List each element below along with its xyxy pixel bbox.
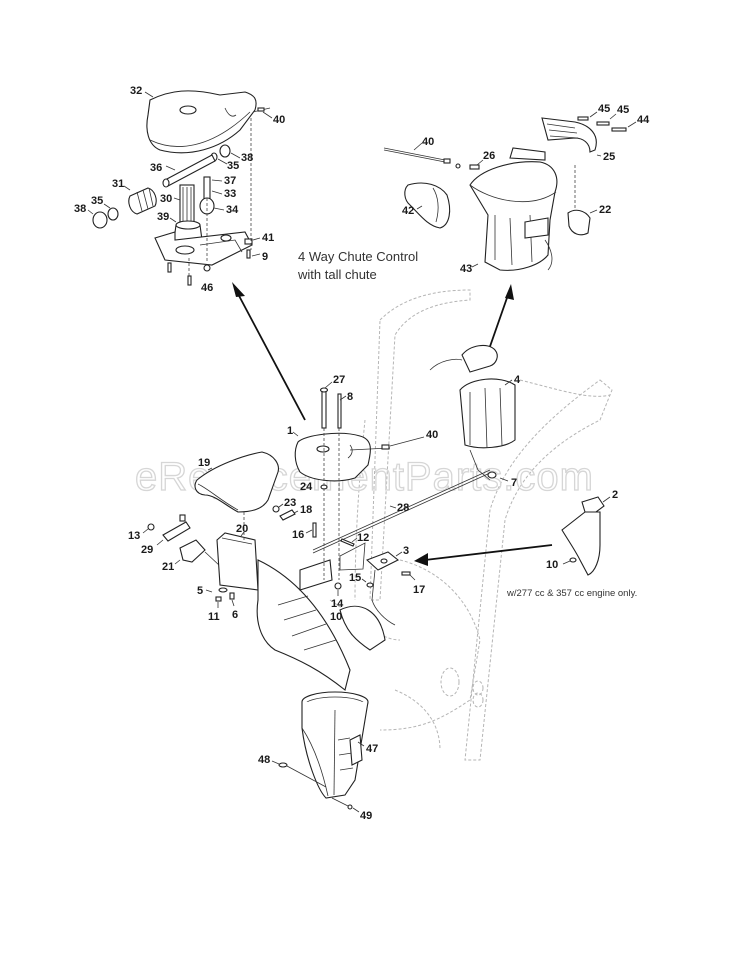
chute-control-assembly-detail: [383, 116, 627, 271]
callout-15: 15: [349, 572, 361, 584]
callout-22: 22: [599, 204, 611, 216]
arrow-head-left: [414, 553, 428, 566]
callout-45b: 45: [617, 104, 629, 116]
callout-16: 16: [292, 529, 304, 541]
arrow-head-up-left: [232, 282, 245, 297]
callout-43: 43: [460, 263, 472, 275]
callout-5: 5: [197, 585, 203, 597]
callout-38b: 38: [74, 203, 86, 215]
arrow-head-up-right: [505, 284, 514, 300]
callout-28: 28: [397, 502, 409, 514]
callout-35: 35: [227, 160, 239, 172]
callout-39: 39: [157, 211, 169, 223]
callout-11: 11: [208, 611, 220, 623]
callout-44: 44: [637, 114, 650, 126]
callout-46: 46: [201, 282, 213, 294]
callout-35b: 35: [91, 195, 103, 207]
callout-21: 21: [162, 561, 174, 573]
callout-18: 18: [300, 504, 312, 516]
callout-40c: 40: [426, 429, 438, 441]
chute-control-housing: [429, 344, 516, 481]
machine-frame-outline: [329, 289, 613, 761]
lower-chute-callouts: 47 48 49: [258, 741, 378, 822]
callout-47: 47: [366, 743, 378, 755]
callout-13: 13: [128, 530, 140, 542]
callout-2: 2: [612, 489, 618, 501]
lower-chute-assembly: [278, 691, 369, 810]
callout-12: 12: [357, 532, 369, 544]
callout-27: 27: [333, 374, 345, 386]
callout-48: 48: [258, 754, 270, 766]
callout-40b: 40: [422, 136, 434, 148]
callout-26: 26: [483, 150, 495, 162]
callout-8: 8: [347, 391, 353, 403]
main-chute-assembly: [147, 387, 491, 691]
caption-line-2: with tall chute: [297, 267, 377, 282]
callout-32: 32: [130, 85, 142, 97]
callout-14: 14: [331, 598, 344, 610]
chute-control-callouts: 40 26 45 45 44 25 42 22 43: [402, 103, 650, 275]
callout-38: 38: [241, 152, 253, 164]
engine-bracket: [561, 496, 605, 576]
callout-17: 17: [413, 584, 425, 596]
callout-30: 30: [160, 193, 172, 205]
callout-37: 37: [224, 175, 236, 187]
callout-19: 19: [198, 457, 210, 469]
callout-10-bracket: 10: [546, 559, 558, 571]
callout-3: 3: [403, 545, 409, 557]
callout-36: 36: [150, 162, 162, 174]
callout-34: 34: [226, 204, 239, 216]
engine-note: w/277 cc & 357 cc engine only.: [506, 588, 637, 599]
caption-line-1: 4 Way Chute Control: [298, 249, 418, 264]
callout-42: 42: [402, 205, 414, 217]
callout-20: 20: [236, 523, 248, 535]
gearbox-callouts: 32 40 38 35 36 37 33 31 35 38 30 34 39 4…: [74, 85, 285, 294]
callout-40: 40: [273, 114, 285, 126]
callout-29: 29: [141, 544, 153, 556]
main-chute-callouts: 27 8 1 40 4 7 19 24 23 18 28 16 13 29 20…: [128, 374, 618, 623]
callout-6: 6: [232, 609, 238, 621]
callout-45: 45: [598, 103, 610, 115]
callout-49: 49: [360, 810, 372, 822]
callout-31: 31: [112, 178, 124, 190]
callout-10-chute: 10: [330, 611, 342, 623]
callout-25: 25: [603, 151, 615, 163]
callout-4: 4: [514, 374, 521, 386]
callout-33: 33: [224, 188, 236, 200]
callout-41: 41: [262, 232, 274, 244]
reference-arrows: [232, 282, 553, 566]
callout-24: 24: [300, 481, 313, 493]
callout-9: 9: [262, 251, 268, 263]
gearbox-assembly-detail: [92, 90, 271, 286]
callout-1: 1: [287, 425, 293, 437]
callout-7: 7: [511, 477, 517, 489]
callout-23: 23: [284, 497, 296, 509]
